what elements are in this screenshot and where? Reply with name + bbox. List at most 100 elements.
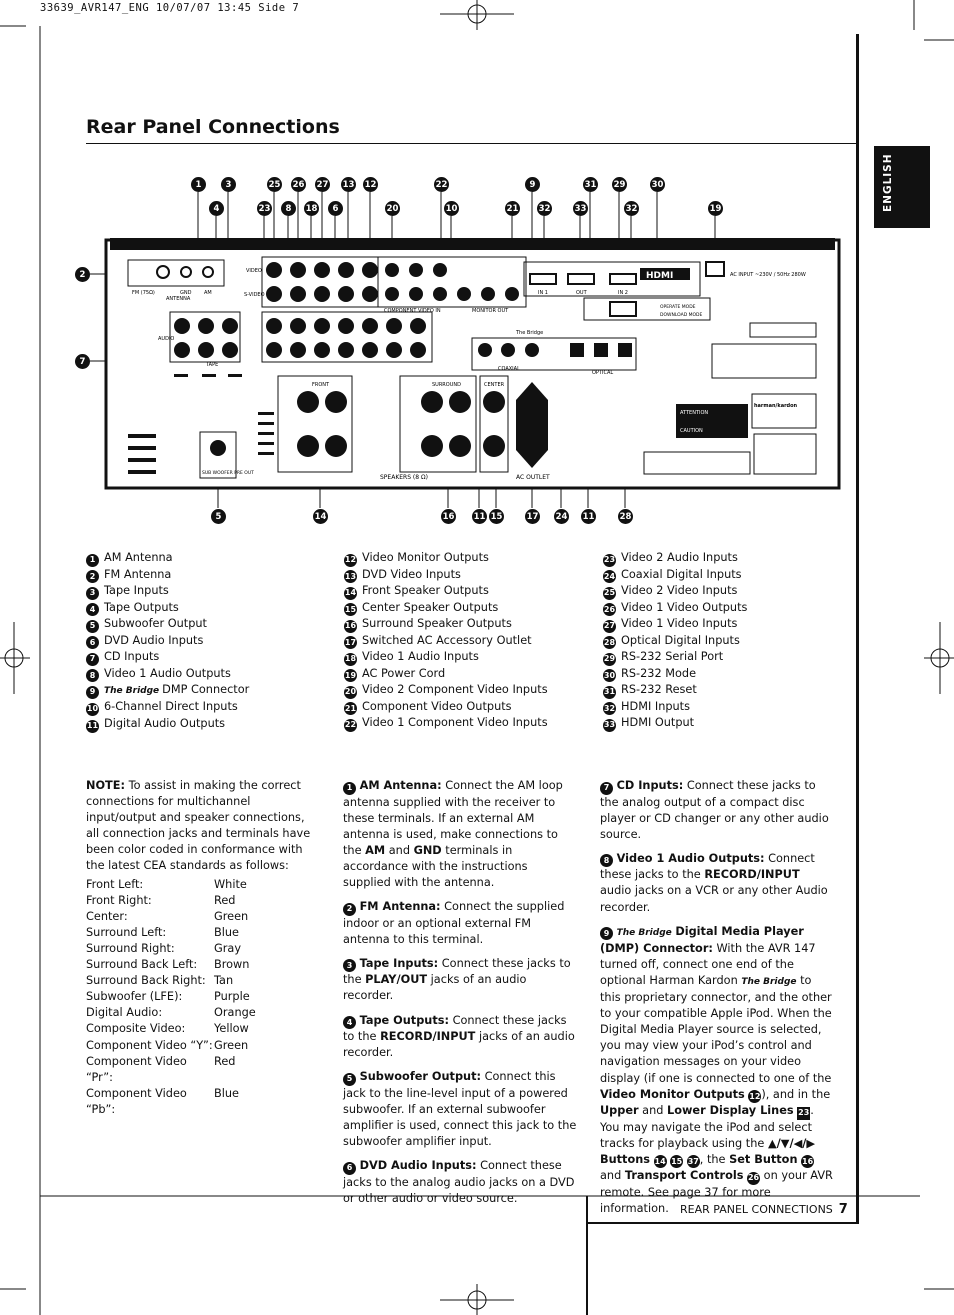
legend-text: Switched AC Accessory Outlet — [362, 633, 532, 647]
sub-out-block — [199, 431, 237, 479]
diagram-callout: 6 — [328, 201, 343, 216]
legend-text: AC Power Cord — [362, 666, 446, 680]
diagram-callout: 12 — [363, 177, 378, 192]
item-text: Connect these jacks to the analog audio … — [343, 1159, 575, 1205]
color-table-color: Orange — [214, 1006, 256, 1020]
item-bold: AM Antenna: — [359, 779, 442, 792]
legend-number: 25 — [603, 586, 616, 600]
item-number: 1 — [343, 781, 356, 795]
desc-dmp-connector: 9 The Bridge Digital Media Player (DMP) … — [600, 924, 833, 1216]
panel-label-brand: harman/kardon — [754, 403, 798, 409]
color-table-color: Blue — [214, 1086, 239, 1100]
diagram-callout: 27 — [315, 177, 330, 192]
front-speaker-block — [277, 375, 353, 473]
item-bold: Subwoofer Output: — [359, 1070, 481, 1084]
desc-video1-audio-outputs: 8 Video 1 Audio Outputs: Connect these j… — [600, 851, 828, 914]
item-text: and — [385, 843, 414, 857]
panel-top-band — [110, 238, 835, 250]
color-table-color: Brown — [214, 958, 250, 972]
color-table-color: Tan — [214, 974, 234, 988]
diagram-callout: 24 — [554, 509, 569, 524]
panel-label-gnd: GND — [180, 290, 192, 296]
legend-number: 7 — [86, 652, 99, 666]
legend-text: DVD Video Inputs — [362, 567, 461, 581]
note-column: NOTE: To assist in making the correct co… — [86, 778, 320, 1118]
item-text: Connect these jacks to the — [343, 1013, 567, 1044]
item-bold: RECORD/INPUT — [380, 1030, 476, 1044]
legend-item: 4 Tape Outputs — [86, 600, 249, 617]
legend-text: Video 2 Component Video Inputs — [362, 683, 548, 697]
color-table-channel: Surround Back Left: — [86, 958, 198, 972]
panel-label-operate: OPERATE MODE — [660, 304, 696, 310]
diagram-callout: 26 — [291, 177, 306, 192]
legend-number: 28 — [603, 636, 616, 650]
legend-number: 9 — [86, 685, 99, 699]
legend-number: 13 — [344, 570, 357, 584]
diagram-callout: 32 — [537, 201, 552, 216]
color-table-color: Gray — [214, 941, 242, 955]
diagram-callout: 1 — [191, 177, 206, 192]
legend-number: 20 — [344, 685, 357, 699]
legend-number: 29 — [603, 652, 616, 666]
title-rule — [86, 143, 856, 144]
diagram-callout: 23 — [257, 201, 272, 216]
diagram-callout: 7 — [75, 354, 90, 369]
legend-text: Tape Outputs — [104, 600, 179, 614]
legend-number: 27 — [603, 619, 616, 633]
color-table-channel: Component Video “Pr”: — [86, 1054, 187, 1084]
surround-speaker-block — [399, 375, 477, 473]
legend-text: Video 2 Video Inputs — [621, 584, 738, 598]
legend-text: AM Antenna — [104, 551, 173, 564]
legend-text: Front Speaker Outputs — [362, 584, 489, 598]
warning-label — [676, 404, 748, 438]
note-label: NOTE: — [86, 779, 125, 792]
legend-text: 6-Channel Direct Inputs — [104, 700, 238, 714]
item-text: Connect this jack to the line-level inpu… — [343, 1070, 577, 1149]
item-number: 6 — [343, 1161, 356, 1175]
color-table-color: Yellow — [214, 1022, 249, 1036]
diagram-callout: 5 — [211, 509, 226, 524]
diagram-callout: 3 — [221, 177, 236, 192]
legend-text: RS-232 Mode — [621, 666, 697, 680]
footer-rule-vert — [586, 1196, 588, 1315]
panel-label-sub-out: SUB WOOFER PRE OUT — [202, 470, 254, 476]
color-table-channel: Surround Right: — [86, 941, 175, 955]
bridge-logo-inline: The Bridge — [741, 976, 797, 987]
diagram-callout: 14 — [313, 509, 328, 524]
legend-text: Center Speaker Outputs — [362, 600, 499, 614]
description-column-2: 1 AM Antenna: Connect the AM loop antenn… — [343, 778, 577, 1215]
color-table-channel: Digital Audio: — [86, 1006, 163, 1020]
description-item: 5 Subwoofer Output: Connect this jack to… — [343, 1069, 577, 1150]
diagram-callout: 11 — [472, 509, 487, 524]
legend-number: 31 — [603, 685, 616, 699]
bridge-logo: The Bridge — [616, 927, 672, 938]
diagram-callout: 28 — [618, 509, 633, 524]
legend-number: 4 — [86, 603, 99, 617]
legend-number: 16 — [344, 619, 357, 633]
item-bold: Tape Inputs: — [359, 956, 439, 970]
item-text: Connect the supplied indoor or an option… — [343, 900, 565, 946]
diagram-callout: 32 — [624, 201, 639, 216]
color-table-channel: Center: — [86, 909, 128, 923]
legend-text: Video 2 Audio Inputs — [621, 551, 738, 564]
legend-item: 20 Video 2 Component Video Inputs — [344, 682, 548, 699]
color-table-channel: Surround Left: — [86, 925, 167, 939]
panel-label-monitor-out: MONITOR OUT — [472, 308, 509, 314]
panel-label-svideo: S-VIDEO — [244, 292, 265, 298]
diagram-callout: 25 — [267, 177, 282, 192]
legend-item: 25 Video 2 Video Inputs — [603, 583, 747, 600]
component-block — [377, 256, 527, 308]
rear-panel-diagram: HDMI FM (75Ω) GND AM ANTENNA VIDEO S-VID… — [90, 192, 841, 508]
print-header: 33639_AVR147_ENG 10/07/07 13:45 Side 7 — [40, 2, 300, 14]
legend-text: HDMI Inputs — [621, 699, 691, 713]
legend-number: 18 — [344, 652, 357, 666]
